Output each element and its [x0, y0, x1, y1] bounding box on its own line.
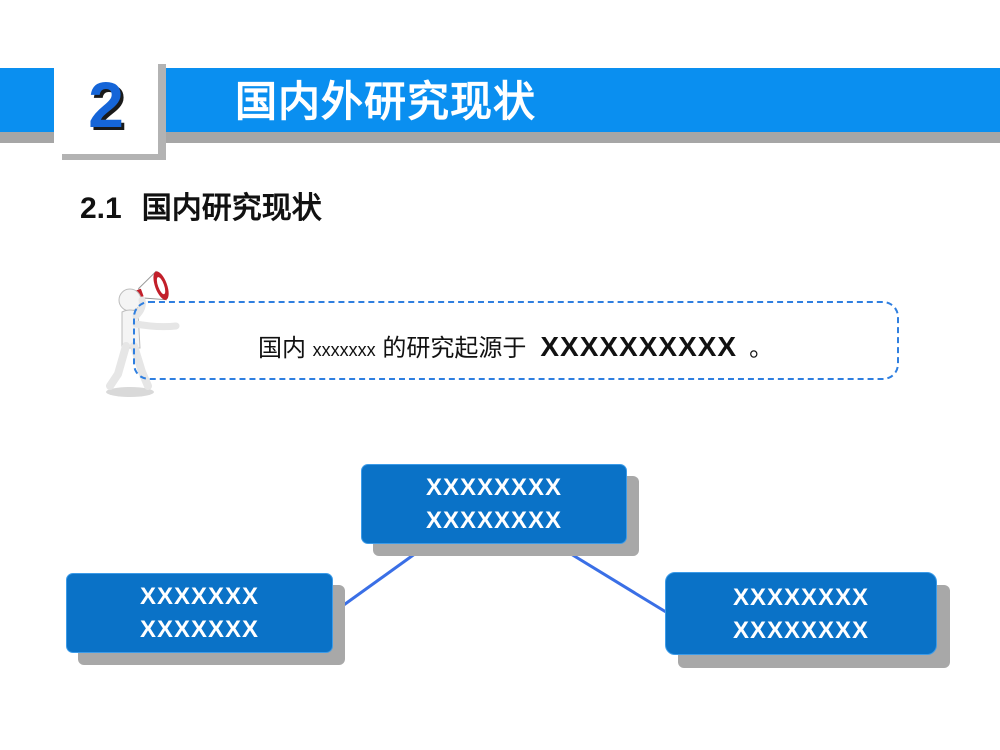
callout-middle: 的研究起源于 [382, 335, 527, 362]
subsection-title: 国内研究现状 [141, 192, 322, 225]
subsection-heading: 2.1 国内研究现状 [80, 183, 322, 227]
right-box-line2: XXXXXXXX [732, 616, 870, 644]
callout-placeholder-small: xxxxxxx [312, 340, 376, 360]
section-number-box [54, 58, 158, 154]
callout-suffix: 。 [749, 335, 774, 362]
left-box-line1: XXXXXXX [139, 583, 260, 610]
right-box-line1: XXXXXXXX [732, 583, 870, 611]
person-with-megaphone-icon [106, 270, 180, 397]
top-box-line2: XXXXXXXX [425, 507, 563, 534]
subsection-number: 2.1 [80, 192, 122, 225]
right-box: XXXXXXXX XXXXXXXX [665, 572, 937, 655]
left-box-line2: XXXXXXX [139, 616, 260, 643]
callout-prefix: 国内 [258, 335, 306, 362]
top-box: XXXXXXXX XXXXXXXX [361, 464, 627, 544]
header-band [0, 68, 1000, 132]
section-title: 国内外研究现状 [235, 78, 537, 125]
dashed-callout-box [133, 301, 899, 380]
section-number: 2 [88, 69, 124, 141]
callout-placeholder-big: XXXXXXXXXX [540, 331, 738, 362]
left-box: XXXXXXX XXXXXXX [66, 573, 333, 653]
top-box-line1: XXXXXXXX [425, 474, 563, 501]
callout-text: 国内 xxxxxxx 的研究起源于 XXXXXXXXXX 。 [258, 328, 773, 363]
